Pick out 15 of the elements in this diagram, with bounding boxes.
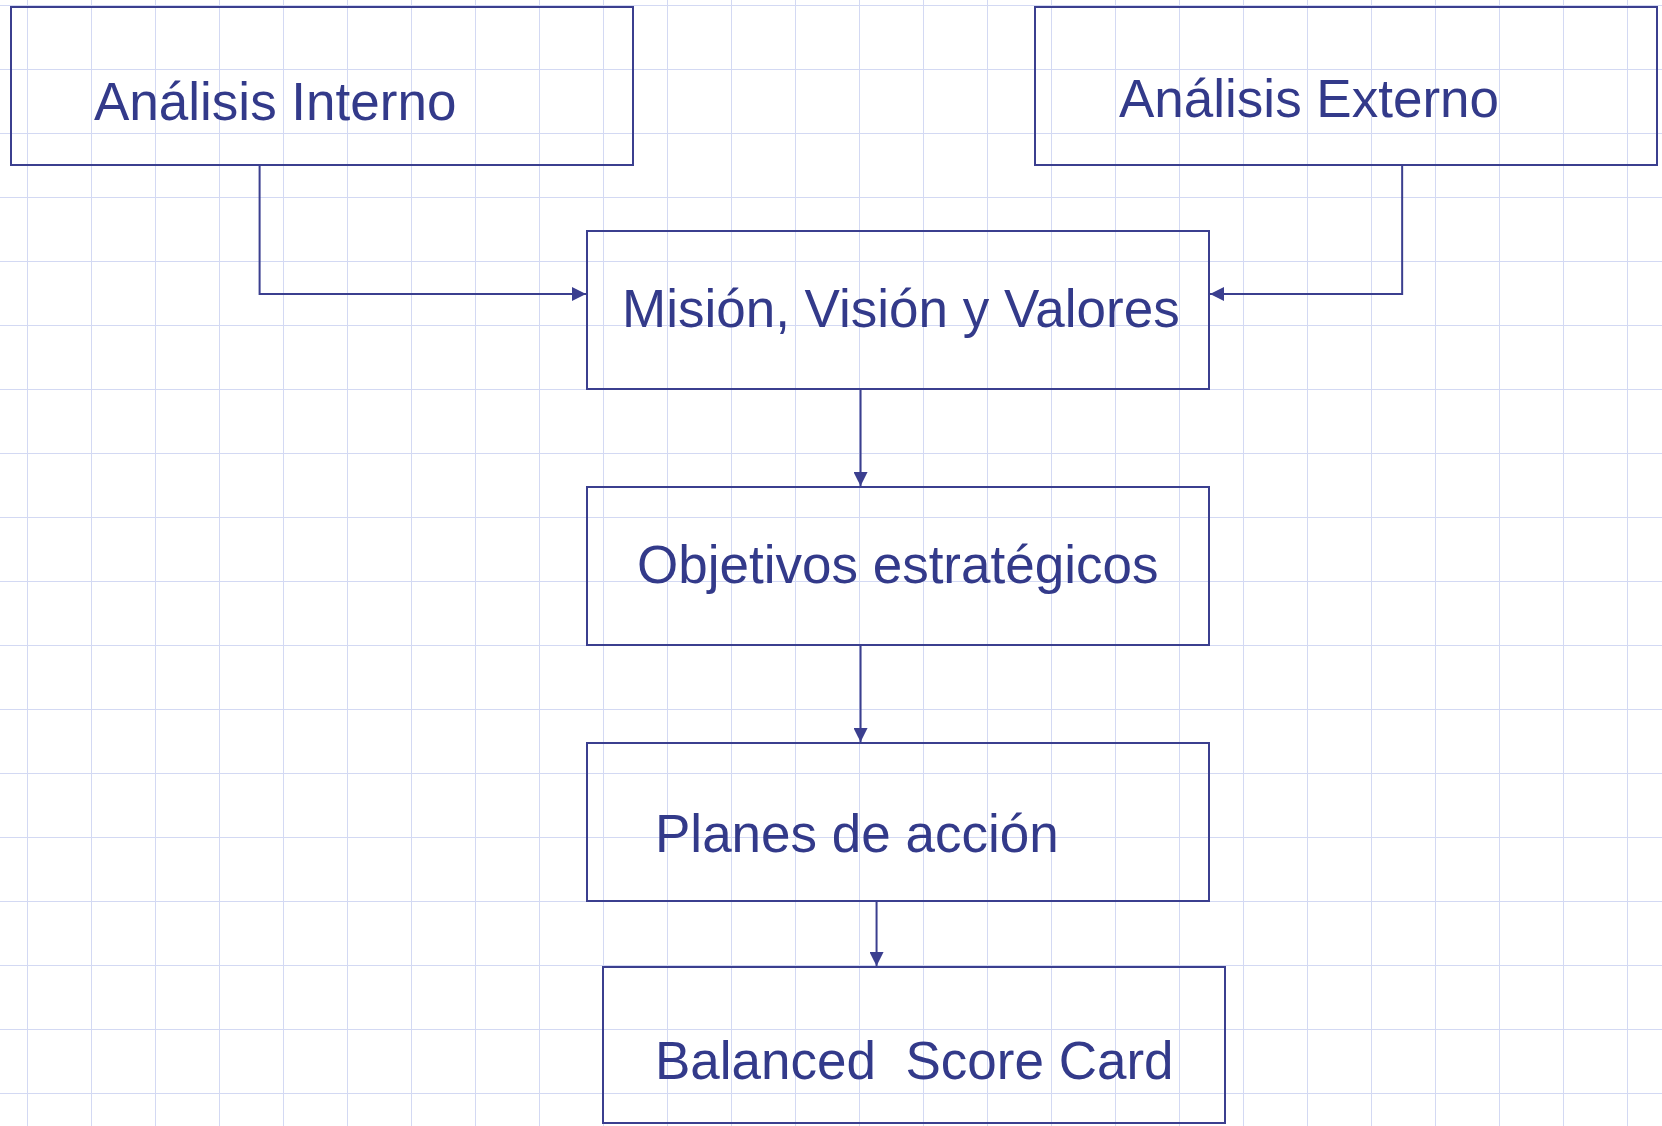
process-box	[586, 742, 1210, 902]
box-label: Análisis Externo	[1119, 71, 1499, 125]
process-box	[10, 6, 634, 166]
process-box	[1034, 6, 1658, 166]
process-box	[602, 966, 1226, 1124]
arrow	[853, 645, 868, 743]
arrow	[853, 389, 868, 487]
arrow	[258, 165, 587, 301]
box-label: Balanced Score Card	[655, 1033, 1174, 1087]
box-label: Planes de acción	[655, 806, 1059, 860]
process-box	[586, 486, 1210, 646]
box-label: Análisis Interno	[94, 74, 457, 128]
process-box	[586, 230, 1210, 390]
arrow	[1209, 165, 1404, 301]
arrow	[869, 901, 884, 967]
